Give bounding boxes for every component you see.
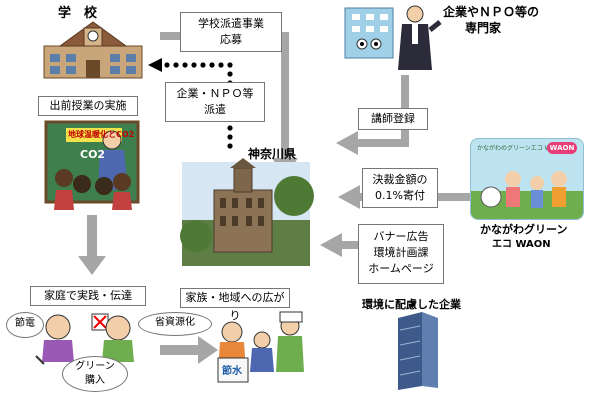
kanagawa-label: 神奈川県 <box>248 147 297 161</box>
waon-label: かながわグリーン エコ WAON <box>480 222 567 252</box>
water-saving-label: 節水 <box>222 366 242 377</box>
apply-line2: 応募 <box>220 33 242 46</box>
waon-card: かながわのグリーンエコ WAON WAON <box>470 138 584 220</box>
experts-line1: 企業やＮＰＯ等の <box>443 5 540 19</box>
lecture-box: 出前授業の実施 <box>38 96 138 116</box>
eco-company-label: 環境に配慮した企業 <box>362 298 461 311</box>
dispatch-line2: 派遣 <box>204 103 226 116</box>
waon-line1: かながわグリーン <box>480 223 568 236</box>
waon-card-art <box>471 171 583 219</box>
experts-line2: 専門家 <box>465 21 502 35</box>
lecture-board-text: 地球温暖化とCO2 <box>68 130 135 139</box>
donate-box: 決裁金額の 0.1%寄付 <box>362 168 438 208</box>
experts-label: 企業やＮＰＯ等の 専門家 <box>443 4 539 36</box>
banner-box: バナー広告 環境計画課 ホームページ <box>358 224 444 284</box>
banner-line3: ホームページ <box>368 262 434 275</box>
banner-line1: バナー広告 <box>373 230 429 243</box>
waon-card-title: かながわのグリーンエコ WAON <box>477 145 564 152</box>
dispatch-line1: 企業・ＮＰＯ等 <box>176 87 254 100</box>
power-bubble: 節電 <box>6 312 44 338</box>
resource-bubble: 省資源化 <box>138 312 212 336</box>
green-line1: グリーン <box>75 361 115 372</box>
banner-line2: 環境計画課 <box>373 246 429 259</box>
register-box: 講師登録 <box>358 108 428 130</box>
dispatch-box: 企業・ＮＰＯ等 派遣 <box>165 82 265 122</box>
donate-line1: 決裁金額の <box>372 173 428 186</box>
home-box: 家庭で実践・伝達 <box>30 286 146 306</box>
green-line2: 購入 <box>85 375 105 386</box>
spread-box: 家族・地域への広がり <box>180 288 290 322</box>
arrow-dispatch <box>148 58 233 149</box>
waon-line2: エコ WAON <box>492 239 551 250</box>
apply-box: 学校派遣事業 応募 <box>180 12 282 52</box>
lecture-co2-text: CO2 <box>80 148 106 161</box>
apply-line1: 学校派遣事業 <box>198 17 264 30</box>
waon-logo: WAON <box>547 142 577 154</box>
green-bubble: グリーン 購入 <box>62 356 128 392</box>
arrow-register <box>355 75 409 147</box>
school-label: 学 校 <box>58 6 98 21</box>
donate-line2: 0.1%寄付 <box>375 189 425 202</box>
